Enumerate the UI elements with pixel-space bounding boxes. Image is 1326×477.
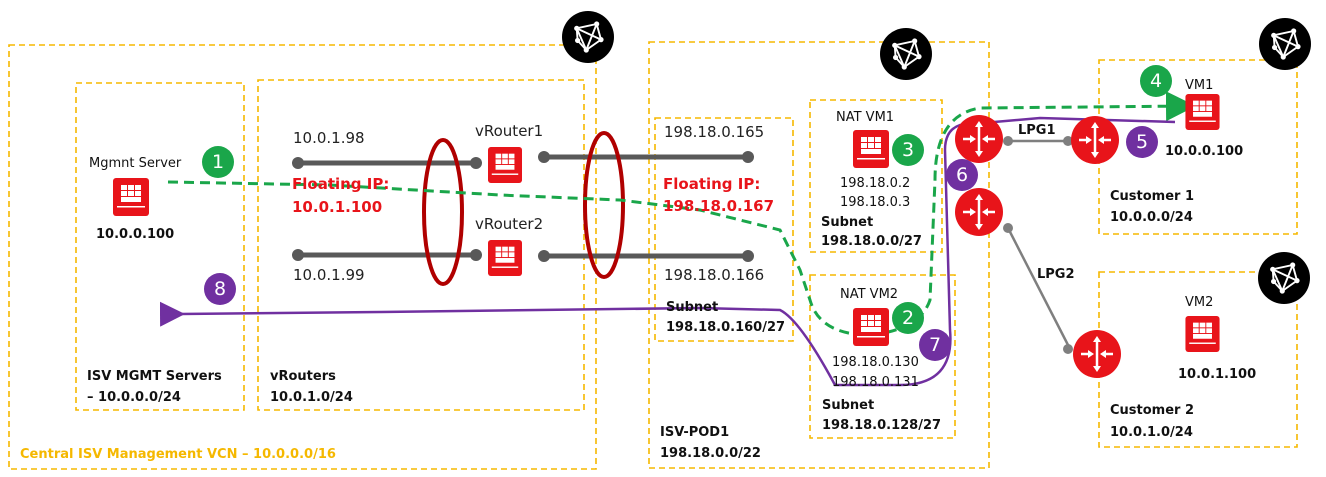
- vcn-network-icon: [562, 11, 614, 63]
- nat1-subnet-label: Subnet: [821, 215, 873, 230]
- svg-text:4: 4: [1150, 70, 1162, 92]
- nat2-subnet-box: [809, 274, 956, 439]
- nat1-subnet-cidr: 198.18.0.0/27: [821, 234, 922, 249]
- mgmt-subnet-box: [75, 82, 245, 411]
- vrrp-ellipse: [422, 138, 464, 286]
- customer1-cidr: 10.0.0.0/24: [1110, 210, 1193, 225]
- vm2-ip: 10.0.1.100: [1178, 367, 1256, 382]
- router-gateway-icon: [955, 188, 1003, 236]
- pod-name: ISV-POD1: [660, 425, 729, 440]
- customer2-cidr: 10.0.1.0/24: [1110, 425, 1193, 440]
- pod-floating-label: Floating IP:: [663, 175, 760, 193]
- central-vcn-box: [8, 44, 597, 470]
- central-vcn-label: Central ISV Management VCN – 10.0.0.0/16: [20, 447, 336, 462]
- nat2-ip1: 198.18.0.130: [832, 355, 919, 370]
- customer1-box: [1098, 59, 1298, 235]
- svg-text:8: 8: [214, 278, 226, 300]
- nat2-subnet-label: Subnet: [822, 398, 874, 413]
- vm-instance-icon: [488, 147, 522, 183]
- pod-left-subnet-label: Subnet: [666, 300, 718, 315]
- step-badge: 2: [892, 302, 924, 334]
- step-badge: 1: [202, 146, 234, 178]
- vrouter2-ip: 10.0.1.99: [293, 266, 365, 284]
- svg-text:3: 3: [902, 139, 914, 161]
- nat2-subnet-cidr: 198.18.0.128/27: [822, 418, 941, 433]
- vrouters-subnet-name: vRouters: [270, 369, 336, 384]
- step-badge: 7: [919, 329, 951, 361]
- svg-text:2: 2: [902, 307, 914, 329]
- vm-instance-icon: [1185, 316, 1220, 352]
- vrouter1-ip: 10.0.1.98: [293, 129, 365, 147]
- svg-text:5: 5: [1136, 131, 1148, 153]
- pod-ip2: 198.18.0.166: [664, 266, 764, 284]
- mgmt-server-ip: 10.0.0.100: [96, 227, 174, 242]
- vrrp-ellipse: [583, 131, 625, 279]
- nat1-subnet-box: [809, 99, 943, 253]
- mgmt-server-label: Mgmnt Server: [89, 156, 182, 171]
- vrouter1-label: vRouter1: [475, 122, 543, 140]
- response-path: [159, 116, 1176, 387]
- vm-instance-icon: [853, 308, 889, 346]
- vrouter2-label: vRouter2: [475, 215, 543, 233]
- nat2-label: NAT VM2: [840, 287, 898, 302]
- router-gateway-icon: [955, 115, 1003, 163]
- pod-cidr: 198.18.0.0/22: [660, 446, 761, 461]
- vm-instance-icon: [488, 240, 522, 276]
- vcn-network-icon: [1258, 252, 1310, 304]
- step-badge: 4: [1140, 65, 1172, 97]
- pod-left-subnet-cidr: 198.18.0.160/27: [666, 320, 785, 335]
- step-badge: 5: [1126, 126, 1158, 158]
- vcn-network-icon: [1259, 18, 1311, 70]
- vm-instance-icon: [113, 178, 149, 216]
- vrouters-subnet-box: [257, 79, 585, 411]
- step-badge: 6: [946, 159, 978, 191]
- nat1-ip1: 198.18.0.2: [840, 176, 910, 191]
- step-badge: 8: [204, 273, 236, 305]
- request-path: [167, 91, 1196, 337]
- pod-left-subnet-box: [654, 117, 794, 342]
- vcn-network-icon: [880, 28, 932, 80]
- pod-vcn-box: [648, 41, 990, 469]
- router-gateway-icon: [1073, 330, 1121, 378]
- vrouters-subnet-cidr: 10.0.1.0/24: [270, 390, 353, 405]
- vm2-label: VM2: [1185, 295, 1213, 310]
- vm-instance-icon: [1185, 94, 1220, 130]
- svg-text:6: 6: [956, 164, 968, 186]
- vm1-label: VM1: [1185, 78, 1213, 93]
- pod-ip1: 198.18.0.165: [664, 123, 764, 141]
- lpg1-label: LPG1: [1018, 123, 1056, 138]
- customer2-name: Customer 2: [1110, 403, 1194, 418]
- floating-ip-label: Floating IP:: [292, 175, 389, 193]
- pod-floating-ip: 198.18.0.167: [663, 197, 774, 215]
- mgmt-subnet-cidr: – 10.0.0.0/24: [87, 390, 181, 405]
- nat1-ip2: 198.18.0.3: [840, 195, 910, 210]
- lpg2-label: LPG2: [1037, 267, 1075, 282]
- svg-text:1: 1: [212, 151, 224, 173]
- customer2-box: [1098, 271, 1298, 448]
- svg-text:7: 7: [929, 334, 941, 356]
- step-badge: 3: [892, 134, 924, 166]
- vm1-ip: 10.0.0.100: [1165, 144, 1243, 159]
- vm-instance-icon: [853, 130, 889, 168]
- customer1-name: Customer 1: [1110, 189, 1194, 204]
- nat1-label: NAT VM1: [836, 110, 894, 125]
- router-gateway-icon: [1071, 116, 1119, 164]
- floating-ip-value: 10.0.1.100: [292, 198, 382, 216]
- mgmt-subnet-name: ISV MGMT Servers: [87, 369, 222, 384]
- nat2-ip2: 198.18.0.131: [832, 375, 919, 390]
